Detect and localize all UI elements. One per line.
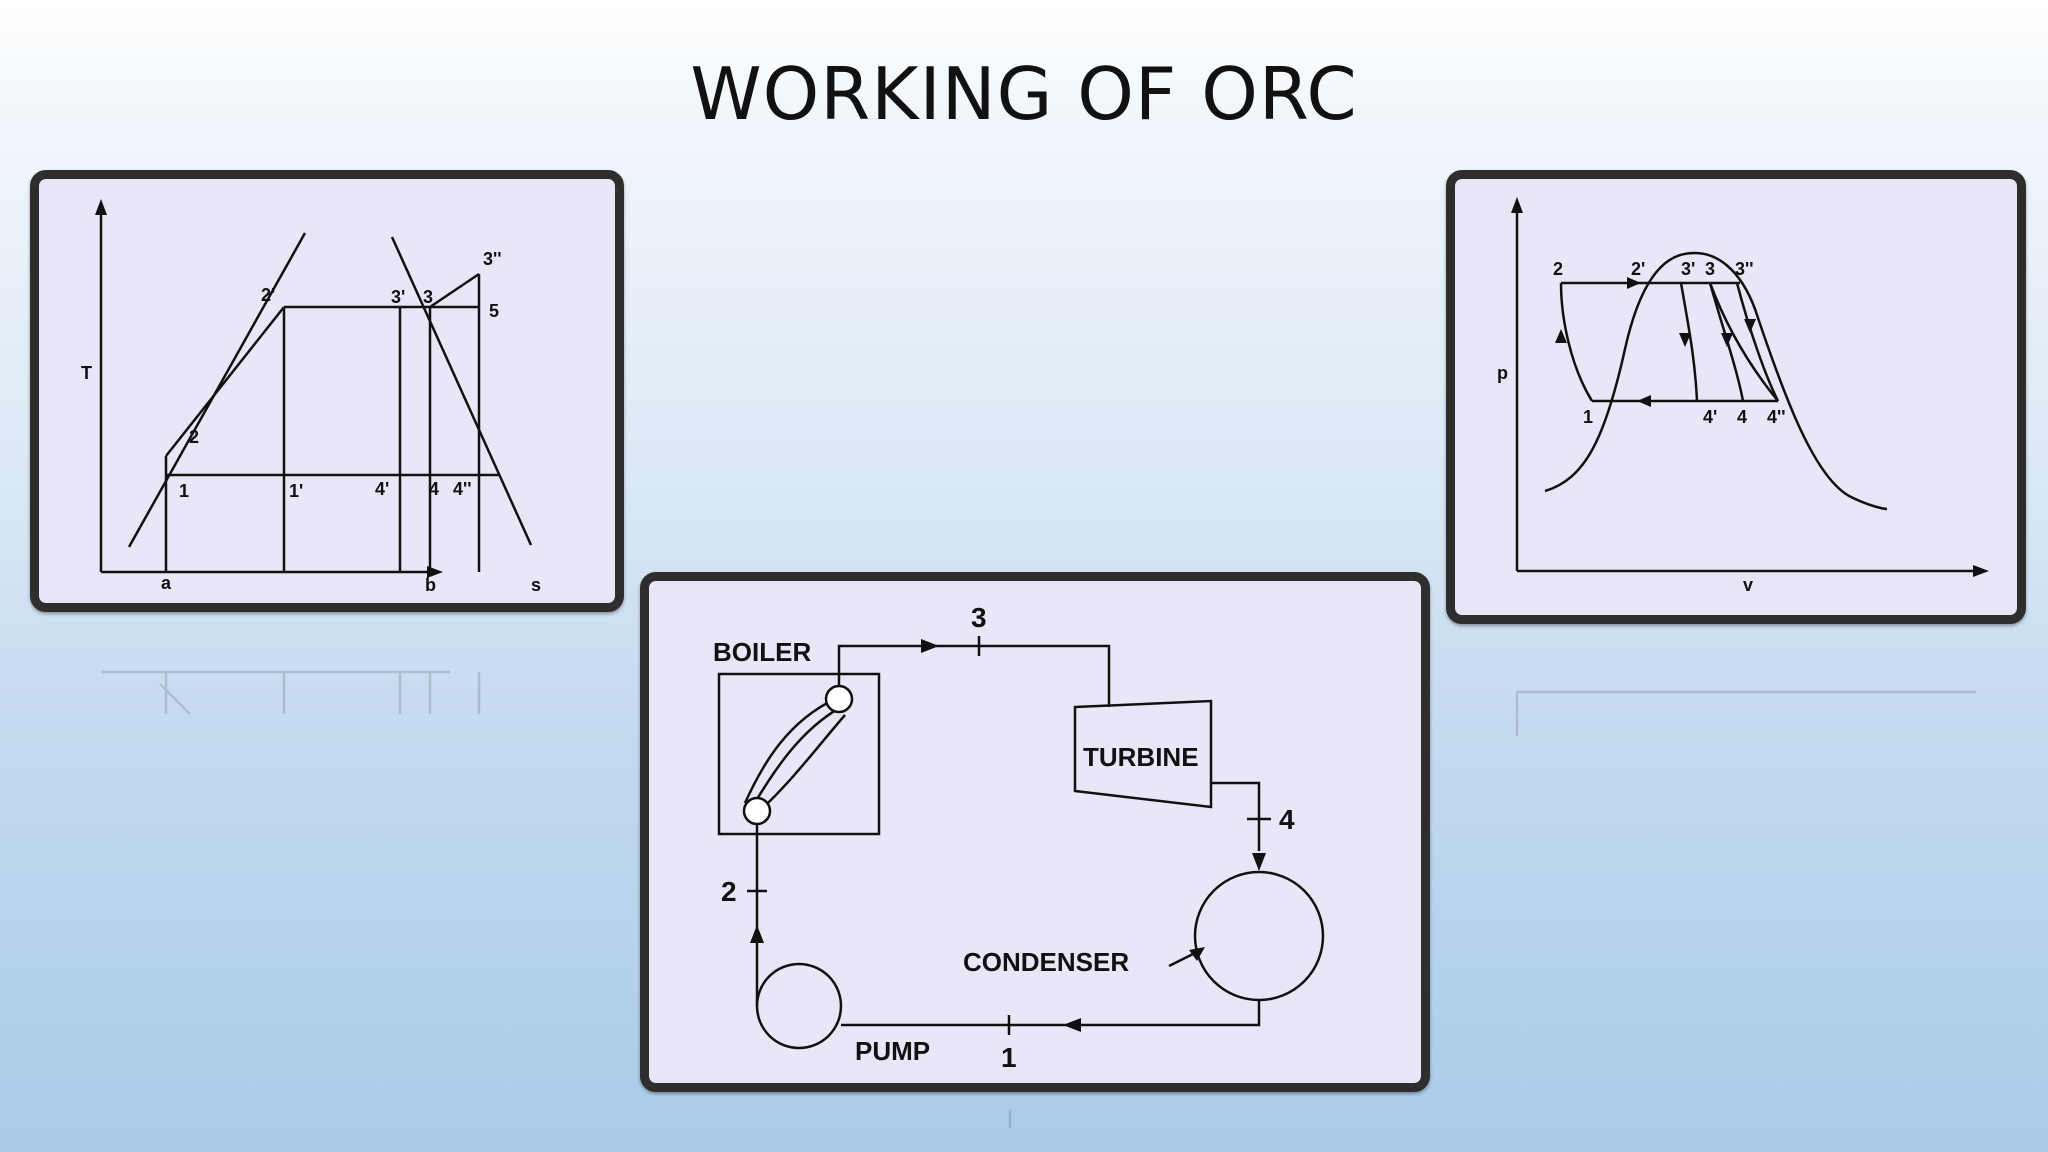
point-1p-label: 1' xyxy=(289,481,303,501)
turbine-label: TURBINE xyxy=(1083,742,1199,772)
pv-diagram: p v 2 2' 3' 3 3'' 1 4' 4 4'' xyxy=(1497,197,1989,595)
boiler-tube-2 xyxy=(749,705,842,810)
saturation-dome xyxy=(1544,251,1888,511)
line-turbine-condenser xyxy=(1211,781,1261,851)
expansion-3pp-4pp xyxy=(1735,282,1780,402)
p-axis-arrow xyxy=(1511,197,1523,213)
pv-point-3p-label: 3' xyxy=(1681,259,1695,279)
ts-diagram: T s a b 2 1 1' 2' 3' 3 3'' 5 4' 4 4'' xyxy=(81,199,541,595)
pv-point-4p-label: 4' xyxy=(1703,407,1717,427)
state-3-label: 3 xyxy=(971,602,987,633)
flow-arrow-to-turbine xyxy=(921,639,939,653)
point-3p-label: 3' xyxy=(391,287,405,307)
v-axis-label: v xyxy=(1743,575,1753,595)
pump-curve xyxy=(1559,282,1594,402)
state-1-label: 1 xyxy=(1001,1042,1017,1073)
point-5-label: 5 xyxy=(489,301,499,321)
point-4pp-label: 4'' xyxy=(453,479,472,499)
ts-diagram-panel: T s a b 2 1 1' 2' 3' 3 3'' 5 4' 4 4'' xyxy=(30,170,624,612)
flow-arrow-exp1 xyxy=(1679,333,1691,347)
point-1-label: 1 xyxy=(179,481,189,501)
state-2-label: 2 xyxy=(721,876,737,907)
flow-arrow-to-boiler xyxy=(750,925,764,943)
point-2p-label: 2' xyxy=(261,285,275,305)
boiler-header-bottom xyxy=(742,796,772,826)
point-3pp-label: 3'' xyxy=(483,249,502,269)
boiler-label: BOILER xyxy=(713,637,811,667)
boiler-tube-3 xyxy=(756,714,846,814)
mark-b: b xyxy=(425,575,436,595)
pv-point-4pp-label: 4'' xyxy=(1767,407,1786,427)
condenser-shape xyxy=(1193,870,1325,1002)
v-axis-arrow xyxy=(1973,565,1989,577)
line-boiler-turbine xyxy=(837,644,1111,707)
line-condenser-pump xyxy=(841,1000,1261,1027)
pv-point-1-label: 1 xyxy=(1583,407,1593,427)
mark-a: a xyxy=(161,573,172,593)
expansion-3-4pp xyxy=(1708,282,1779,402)
t-axis-label: T xyxy=(81,363,92,383)
flow-arrow-pump xyxy=(1555,329,1567,343)
orc-cycle-panel: BOILER TURBINE CONDENSER PUMP 3 4 1 2 xyxy=(640,572,1430,1092)
pv-point-2-label: 2 xyxy=(1553,259,1563,279)
saturated-vapor-line xyxy=(390,236,533,546)
flow-arrow-bottom xyxy=(1637,395,1651,407)
s-axis-label: s xyxy=(531,575,541,595)
flow-arrow-exp2 xyxy=(1721,333,1733,347)
condenser-pointer-arrow xyxy=(1189,947,1205,961)
state-4-label: 4 xyxy=(1279,804,1295,835)
condenser-label: CONDENSER xyxy=(963,947,1129,977)
boiler-header-top xyxy=(824,684,854,714)
pv-point-4-label: 4 xyxy=(1737,407,1747,427)
slide-title: WORKING OF ORC xyxy=(690,52,1358,136)
point-4-label: 4 xyxy=(429,479,439,499)
flow-arrow-to-pump xyxy=(1063,1018,1081,1032)
pv-diagram-reflection xyxy=(1446,626,2026,736)
s-axis-arrow xyxy=(427,566,443,578)
pv-diagram-panel: p v 2 2' 3' 3 3'' 1 4' 4 4'' xyxy=(1446,170,2026,624)
heating-line-2-2p xyxy=(165,306,285,457)
flow-arrow-to-condenser xyxy=(1252,853,1266,871)
p-axis-label: p xyxy=(1497,363,1508,383)
ts-diagram-reflection xyxy=(30,614,624,724)
boiler-tube-1 xyxy=(743,697,836,804)
orc-cycle-diagram: BOILER TURBINE CONDENSER PUMP 3 4 1 2 xyxy=(713,602,1325,1073)
expansion-3p-4p xyxy=(1679,282,1699,402)
pump-label: PUMP xyxy=(855,1036,930,1066)
orc-cycle-reflection xyxy=(640,1094,1430,1152)
pv-point-3-label: 3 xyxy=(1705,259,1715,279)
pv-point-3pp-label: 3'' xyxy=(1735,259,1754,279)
t-axis-arrow xyxy=(95,199,107,215)
point-2-label: 2 xyxy=(189,427,199,447)
point-3-label: 3 xyxy=(423,287,433,307)
flow-arrow-exp3 xyxy=(1744,319,1756,333)
point-4p-label: 4' xyxy=(375,479,389,499)
turbine-shape xyxy=(1073,699,1213,809)
expansion-3-4 xyxy=(1708,282,1745,402)
boiler-box xyxy=(717,672,881,836)
pump-shape xyxy=(755,962,843,1050)
flow-arrow-top xyxy=(1627,277,1641,289)
superheat-line xyxy=(429,272,480,309)
pv-point-2p-label: 2' xyxy=(1631,259,1645,279)
